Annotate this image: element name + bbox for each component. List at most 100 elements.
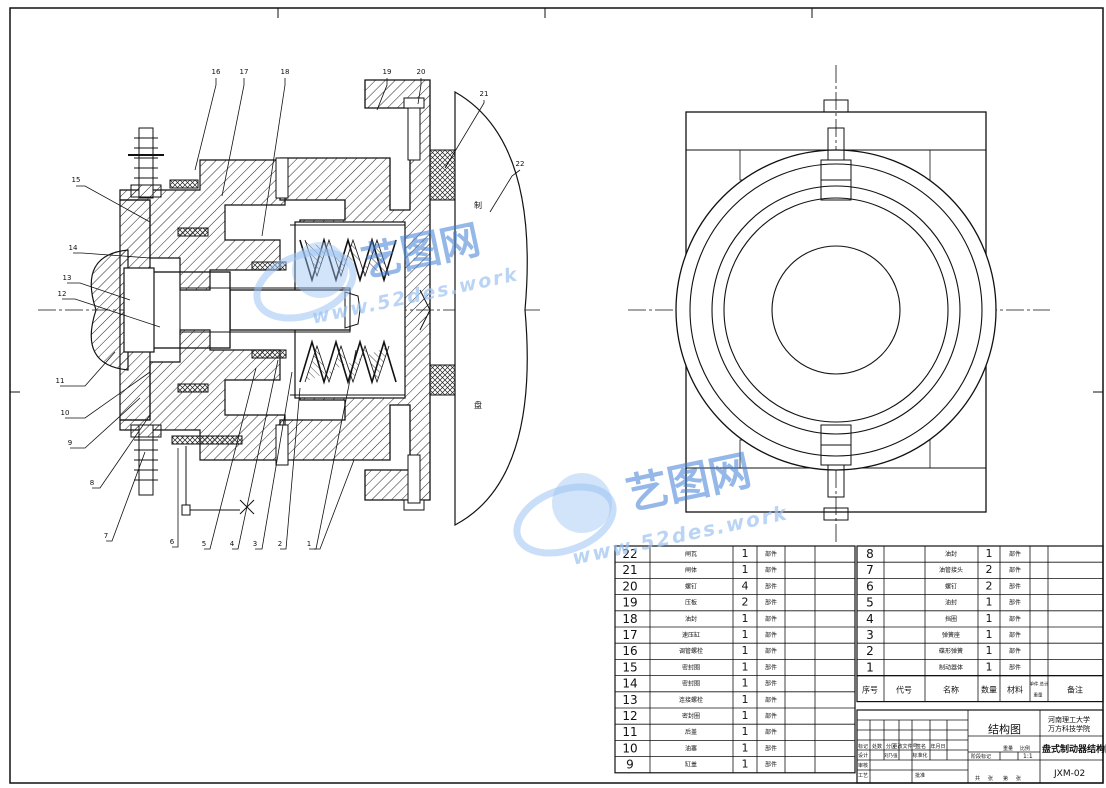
part-material: 部件 bbox=[1009, 663, 1021, 671]
part-material: 部件 bbox=[765, 582, 777, 590]
drawing-title: 结构图 bbox=[988, 722, 1021, 736]
part-name: 螺钉 bbox=[945, 582, 957, 590]
revision-label: 分区 bbox=[886, 743, 896, 750]
part-qty: 4 bbox=[742, 579, 749, 592]
part-no: 4 bbox=[866, 612, 874, 626]
part-material: 部件 bbox=[1009, 631, 1021, 639]
balloon-number: 12 bbox=[58, 290, 67, 298]
part-name: 螺钉 bbox=[685, 582, 697, 590]
side-note-a: 制 bbox=[474, 200, 482, 210]
drawing-scale: 1:1 bbox=[1023, 753, 1033, 760]
balloon-number: 22 bbox=[516, 160, 525, 168]
part-no: 12 bbox=[622, 709, 637, 723]
signature-label: 审核 bbox=[858, 762, 868, 769]
leader-lines bbox=[60, 78, 521, 550]
part-name: 油管接头 bbox=[939, 566, 963, 574]
part-qty: 1 bbox=[742, 660, 749, 673]
part-name: 速压缸 bbox=[682, 631, 700, 639]
part-no: 7 bbox=[866, 563, 874, 577]
part-material: 部件 bbox=[765, 647, 777, 655]
balloon-number: 19 bbox=[383, 68, 392, 76]
header-cell-small: 单件 bbox=[1030, 681, 1039, 688]
part-no: 14 bbox=[622, 677, 637, 691]
weight-label: 重量 bbox=[1003, 745, 1013, 752]
part-material: 部件 bbox=[1009, 566, 1021, 574]
part-name: 制动器体 bbox=[939, 663, 963, 671]
balloon-number: 21 bbox=[480, 90, 489, 98]
part-qty: 1 bbox=[986, 644, 993, 657]
part-qty: 2 bbox=[986, 579, 993, 592]
signature-labels: 设计标准化审核工艺批准 bbox=[858, 752, 928, 779]
part-qty: 2 bbox=[742, 596, 749, 609]
part-name: 油封 bbox=[945, 599, 957, 607]
part-qty: 1 bbox=[742, 693, 749, 706]
balloon-number: 1 bbox=[307, 540, 311, 548]
part-name: 密封圈 bbox=[682, 712, 700, 720]
header-cell: 备注 bbox=[1067, 685, 1083, 695]
balloon-number: 8 bbox=[90, 479, 94, 487]
signature-label: 设计 bbox=[858, 752, 868, 759]
part-no: 2 bbox=[866, 644, 874, 658]
institution-line1: 河南理工大学 bbox=[1048, 715, 1090, 724]
part-qty: 1 bbox=[742, 547, 749, 560]
part-qty: 1 bbox=[986, 612, 993, 625]
balloon-number: 16 bbox=[212, 68, 221, 76]
oil-pipe-bottom bbox=[130, 424, 162, 496]
part-qty: 1 bbox=[986, 628, 993, 641]
part-no: 16 bbox=[622, 644, 637, 658]
title-block-text: 结构图 河南理工大学 万方科技学院 盘式制动器结构图 JXM-02 1:1 阶段… bbox=[884, 715, 1106, 782]
part-name: 弹簧座 bbox=[942, 631, 960, 639]
part-no: 20 bbox=[622, 579, 637, 593]
oil-pipe-top bbox=[128, 127, 164, 199]
part-material: 部件 bbox=[765, 696, 777, 704]
header-cell: 数量 bbox=[981, 685, 997, 695]
part-material: 部件 bbox=[765, 615, 777, 623]
part-no: 15 bbox=[622, 660, 637, 674]
part-no: 8 bbox=[866, 547, 874, 561]
part-name: 油塞 bbox=[685, 744, 697, 752]
header-cell: 材料 bbox=[1007, 685, 1023, 695]
header-cell-small: 重量 bbox=[1034, 692, 1043, 699]
part-material: 部件 bbox=[765, 631, 777, 639]
side-note-b: 盘 bbox=[474, 400, 482, 410]
revision-label: 标记 bbox=[858, 743, 868, 750]
part-name: 密封圈 bbox=[682, 663, 700, 671]
balloon-number: 4 bbox=[230, 540, 235, 548]
header-cell-small: 总计 bbox=[1040, 681, 1049, 688]
balloon-number: 20 bbox=[417, 68, 426, 76]
part-qty: 2 bbox=[986, 563, 993, 576]
part-qty: 1 bbox=[742, 563, 749, 576]
part-qty: 1 bbox=[986, 547, 993, 560]
scale-label: 比例 bbox=[1020, 745, 1030, 752]
part-material: 部件 bbox=[1009, 615, 1021, 623]
part-name: 压板 bbox=[685, 599, 697, 607]
designer-name: 刘乃强 bbox=[884, 752, 898, 759]
balloon-number: 17 bbox=[240, 68, 249, 76]
balloon-number: 10 bbox=[61, 409, 70, 417]
part-qty: 1 bbox=[742, 628, 749, 641]
part-material: 部件 bbox=[1009, 599, 1021, 607]
part-no: 13 bbox=[622, 693, 637, 707]
sheet-frame bbox=[9, 7, 1104, 784]
drawing-number: JXM-02 bbox=[1053, 769, 1085, 779]
part-qty: 1 bbox=[742, 758, 749, 771]
part-name: 油封 bbox=[685, 615, 697, 623]
part-material: 部件 bbox=[765, 761, 777, 769]
part-material: 部件 bbox=[765, 566, 777, 574]
part-no: 10 bbox=[622, 741, 637, 755]
header-cell: 序号 bbox=[862, 685, 878, 695]
balloon-number: 6 bbox=[170, 538, 175, 546]
part-no: 1 bbox=[866, 660, 874, 674]
balloon-number: 18 bbox=[281, 68, 290, 76]
header-cell: 代号 bbox=[896, 685, 912, 695]
sheet-total: 共 bbox=[975, 775, 980, 782]
part-name: 后盖 bbox=[685, 728, 697, 736]
balloon-number: 5 bbox=[202, 540, 206, 548]
part-name: 闸体 bbox=[685, 566, 697, 574]
title-block bbox=[856, 709, 1104, 784]
revision-labels: 标记处数分区更改文件号签名年月日 bbox=[858, 743, 946, 750]
part-no: 18 bbox=[622, 612, 637, 626]
part-no: 22 bbox=[622, 547, 637, 561]
